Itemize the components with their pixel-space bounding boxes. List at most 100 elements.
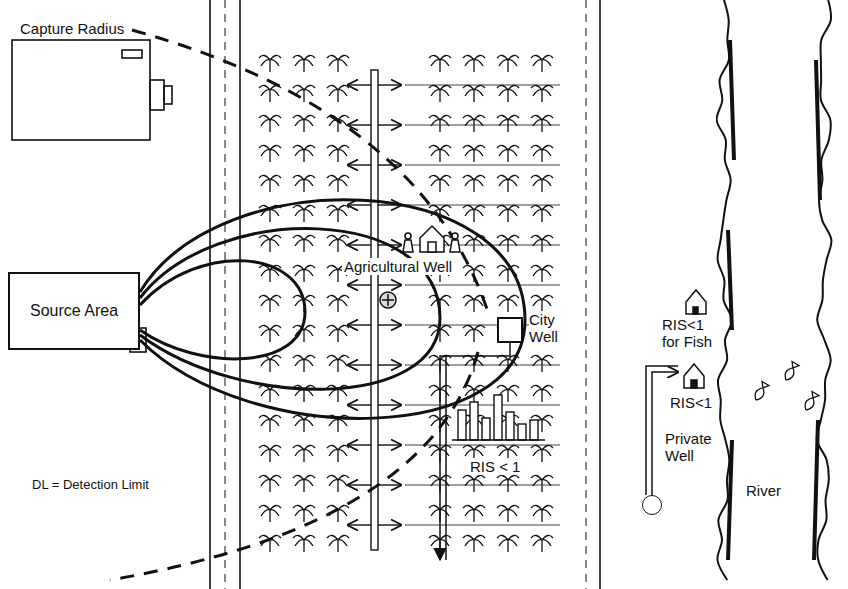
- crop-plant: [327, 445, 349, 462]
- city-well-symbol: City Well: [497, 317, 523, 343]
- crop-row: [405, 285, 560, 286]
- spray-arrow: [378, 124, 401, 125]
- crop-row: [405, 85, 560, 86]
- crop-plant: [429, 85, 451, 102]
- crop-plant: [531, 355, 553, 372]
- crop-plant: [497, 235, 519, 252]
- spray-arrow: [378, 404, 401, 405]
- spray-arrow: [348, 284, 371, 285]
- crop-plant: [463, 505, 485, 522]
- spray-arrow: [348, 84, 371, 85]
- crop-plant: [259, 445, 281, 462]
- crop-plant: [327, 535, 349, 552]
- spray-arrow: [378, 524, 401, 525]
- crop-plant: [531, 115, 553, 132]
- river-band: River: [716, 0, 834, 589]
- node-label: City Well: [529, 311, 569, 346]
- crop-row: [405, 125, 560, 126]
- crop-row: [405, 165, 560, 166]
- river-outline: [716, 0, 834, 589]
- crop-plant: [531, 385, 553, 402]
- crop-plant: [531, 85, 553, 102]
- crop-plant: [497, 295, 519, 312]
- crop-plant: [497, 145, 519, 162]
- crop-plant: [259, 355, 281, 372]
- spray-arrow: [348, 244, 371, 245]
- spray-arrow: [378, 364, 401, 365]
- crop-plant: [463, 145, 485, 162]
- crop-plant: [531, 505, 553, 522]
- spray-arrow: [348, 204, 371, 205]
- crop-plant: [259, 475, 281, 492]
- river-bank: [817, 0, 832, 580]
- crop-plant: [463, 475, 485, 492]
- spray-arrow: [348, 364, 371, 365]
- crop-plant: [293, 265, 315, 282]
- crop-plant: [463, 115, 485, 132]
- legend-note: DL = Detection Limit: [30, 478, 151, 493]
- crop-plant: [293, 175, 315, 192]
- building-vent: [122, 50, 142, 58]
- annotation: RIS<1: [668, 394, 714, 411]
- crop-row: [405, 405, 560, 406]
- crop-plant: [463, 175, 485, 192]
- spray-arrow: [348, 124, 371, 125]
- crop-plant: [327, 175, 349, 192]
- crop-plant: [293, 445, 315, 462]
- spray-arrow: [348, 324, 371, 325]
- crop-plant: [531, 535, 553, 552]
- building-annex: [150, 80, 164, 110]
- crop-plant: [259, 235, 281, 252]
- crop-plant: [497, 55, 519, 72]
- road-center: [586, 0, 587, 589]
- crop-plant: [497, 205, 519, 222]
- crop-plant: [327, 235, 349, 252]
- crop-plant: [293, 205, 315, 222]
- crop-plant: [531, 145, 553, 162]
- crop-plant: [497, 505, 519, 522]
- node-label: Source Area: [30, 302, 118, 320]
- crop-plant: [293, 415, 315, 432]
- annotation: Capture Radius: [18, 20, 126, 37]
- road-edge: [599, 0, 601, 589]
- crop-plant: [429, 145, 451, 162]
- spray-arrow: [348, 444, 371, 445]
- crop-plant: [293, 475, 315, 492]
- crop-plant: [259, 505, 281, 522]
- building: [12, 40, 150, 140]
- crop-plant: [429, 175, 451, 192]
- road-edge: [209, 0, 211, 589]
- building-door: [164, 86, 172, 104]
- crop-plant: [463, 205, 485, 222]
- node-label: River: [746, 482, 804, 499]
- crop-plant: [327, 115, 349, 132]
- fish-icon: [803, 392, 819, 412]
- crop-plant: [531, 235, 553, 252]
- crop-plant: [429, 115, 451, 132]
- crop-plant: [327, 85, 349, 102]
- crop-plant: [327, 475, 349, 492]
- crop-plant: [497, 85, 519, 102]
- crop-plant: [259, 55, 281, 72]
- irrigation-pipe: [371, 70, 378, 550]
- crop-plant: [327, 295, 349, 312]
- crop-plant: [463, 85, 485, 102]
- crop-row: [405, 365, 560, 366]
- crop-plant: [293, 235, 315, 252]
- discharge-arrow: [445, 356, 447, 560]
- capture-radius: [110, 352, 478, 580]
- crop-plant: [293, 115, 315, 132]
- spray-arrow: [378, 164, 401, 165]
- river-shading: [728, 40, 820, 560]
- crop-plant: [463, 325, 485, 342]
- bar-chart: [452, 395, 545, 440]
- annotation: RIS < 1: [468, 458, 522, 475]
- private-well-circle: Private Well: [642, 495, 662, 515]
- fish-icon: [783, 362, 799, 382]
- crop-plant: [463, 535, 485, 552]
- road-edge: [239, 0, 241, 589]
- capture-radius: [132, 30, 488, 312]
- crop-plant: [531, 265, 553, 282]
- crop-plant: [327, 355, 349, 372]
